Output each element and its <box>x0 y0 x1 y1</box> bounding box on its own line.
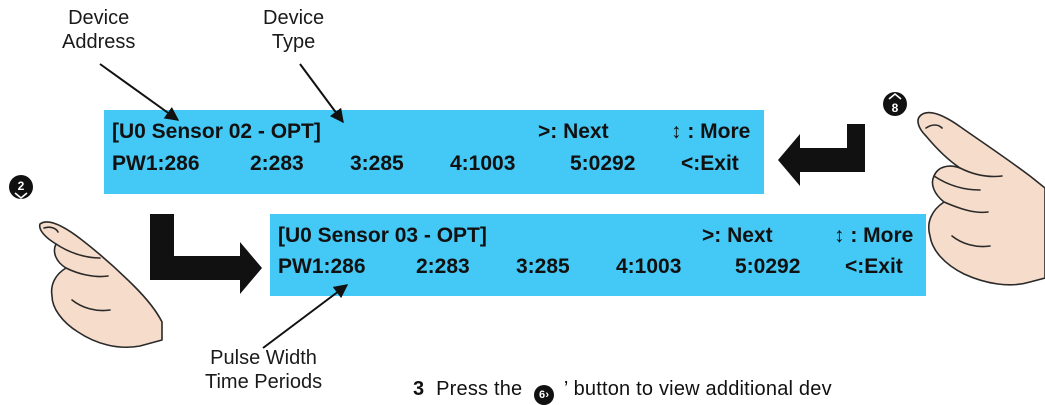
lcd-next-hint: >: Next <box>702 224 773 247</box>
key-6-label: 6 <box>539 389 546 401</box>
instruction-step-3: 3 Press the 6› ’ button to view addition… <box>413 376 832 405</box>
lcd-exit-hint: <:Exit <box>681 152 739 175</box>
lcd-pw5: 5:0292 <box>570 152 636 175</box>
lcd-screen-sensor-02: [U0 Sensor 02 - OPT] >: Next ↕ : More PW… <box>104 110 764 194</box>
instruction-text-before: Press the <box>436 378 523 400</box>
key-6-icon: 6› <box>534 385 555 405</box>
back-flow-arrow <box>778 124 865 186</box>
lcd-pw5: 5:0292 <box>735 255 801 278</box>
step-number: 3 <box>413 378 425 400</box>
pulse-width-label: Pulse Width Time Periods <box>205 347 323 393</box>
lcd-next-hint: >: Next <box>538 120 609 143</box>
pointing-hand-right-icon <box>917 111 1045 286</box>
lcd-pw4: 4:1003 <box>450 152 516 175</box>
lcd-screen-sensor-03: [U0 Sensor 03 - OPT] >: Next ↕ : More PW… <box>270 214 926 296</box>
lcd-pw3: 3:285 <box>516 255 570 278</box>
instruction-text-after: ’ button to view additional dev <box>563 378 832 400</box>
lcd-pw3: 3:285 <box>350 152 404 175</box>
lcd-title: [U0 Sensor 02 - OPT] <box>112 120 321 143</box>
key-2-label: 2 <box>18 179 25 193</box>
device-type-pointer <box>299 63 344 124</box>
lcd-pw2: 2:283 <box>250 152 304 175</box>
lcd-exit-hint: <:Exit <box>845 255 903 278</box>
lcd-more-hint: ↕ : More <box>671 120 751 143</box>
key-8-icon: 8 <box>883 92 907 116</box>
device-address-pointer <box>99 63 180 121</box>
lcd-pw2: 2:283 <box>416 255 470 278</box>
device-address-label: Device Address <box>62 7 136 53</box>
key-8-label: 8 <box>892 101 899 115</box>
lcd-title: [U0 Sensor 03 - OPT] <box>278 224 487 247</box>
forward-flow-arrow <box>150 214 262 294</box>
lcd-pw1: PW1:286 <box>278 255 366 278</box>
pulse-width-pointer <box>262 284 349 349</box>
lcd-pw1: PW1:286 <box>112 152 200 175</box>
device-type-label: Device Type <box>263 7 325 53</box>
lcd-pw4: 4:1003 <box>616 255 682 278</box>
pointing-hand-left-icon <box>38 221 163 349</box>
key-2-icon: 2 <box>9 175 33 200</box>
lcd-more-hint: ↕ : More <box>834 224 914 247</box>
